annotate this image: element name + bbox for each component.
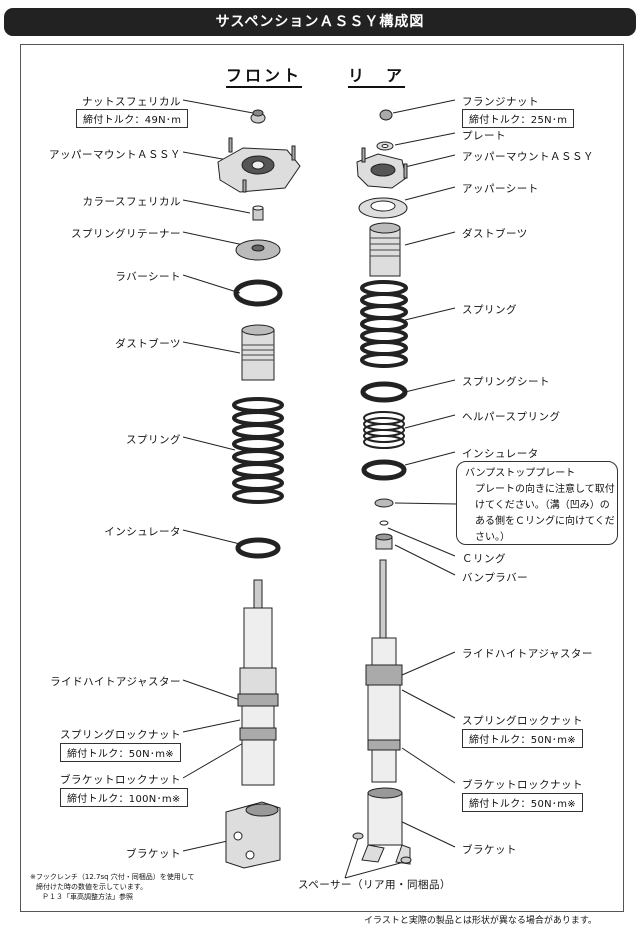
rear-spring-lock-torque-box: 締付トルク：50N･m※ bbox=[462, 729, 583, 748]
front-rubber-seat-label: ラバーシート bbox=[115, 271, 181, 283]
rear-flange-torque-box: 締付トルク：25N･m bbox=[462, 109, 575, 128]
rear-c-ring bbox=[379, 520, 389, 526]
rear-insulator-label: インシュレータ bbox=[462, 448, 539, 460]
rear-bracket-lock-label: ブラケットロックナット bbox=[462, 779, 583, 791]
footnote-line3: Ｐ１３「車高調整方法」参照 bbox=[42, 893, 133, 901]
rear-bump-rubber-label: バンプラバー bbox=[462, 572, 529, 584]
rear-dust-boot-label: ダストブーツ bbox=[462, 228, 528, 240]
rear-flange-nut bbox=[379, 109, 393, 121]
front-upper-mount-label: アッパーマウントＡＳＳＹ bbox=[49, 149, 181, 161]
rear-flange-nut-label: フランジナット bbox=[462, 96, 539, 108]
rear-spacers bbox=[352, 832, 412, 864]
page-title: サスペンションＡＳＳＹ構成図 bbox=[4, 8, 636, 36]
footnote-line2: 締付けた時の数値を示しています。 bbox=[36, 883, 148, 891]
rear-spring-lock-label: スプリングロックナット bbox=[462, 715, 583, 727]
front-spring-lock-torque-box: 締付トルク：50N･m※ bbox=[60, 743, 181, 762]
front-spring bbox=[232, 397, 284, 504]
rear-c-ring-label: Ｃリング bbox=[462, 553, 506, 565]
front-nut-spherical bbox=[250, 109, 266, 124]
front-collar-label: カラースフェリカル bbox=[82, 196, 181, 208]
front-collar-spherical bbox=[252, 205, 264, 221]
front-insulator bbox=[235, 537, 281, 559]
rear-spring-seat bbox=[360, 381, 408, 403]
bump-stop-note-box: バンプストッププレート プレートの向きに注意して取付けてください。（溝（凹み）の… bbox=[456, 461, 618, 545]
rear-bracket bbox=[361, 787, 411, 865]
torque-footnote: ※フックレンチ（12.7sq 穴付・同梱品）を使用して 締付けた時の数値を示して… bbox=[30, 872, 195, 902]
rear-spring-label: スプリング bbox=[462, 304, 517, 316]
front-bracket-lock-label: ブラケットロックナット bbox=[60, 774, 181, 786]
front-spring-label: スプリング bbox=[126, 434, 181, 446]
rear-helper-spring-label: ヘルパースプリング bbox=[462, 411, 561, 423]
rear-upper-seat-label: アッパーシート bbox=[462, 183, 539, 195]
front-upper-mount bbox=[217, 137, 301, 193]
rear-plate bbox=[376, 141, 394, 151]
front-nut-torque-box: 締付トルク：49N･m bbox=[76, 109, 189, 128]
front-rubber-seat bbox=[233, 279, 283, 307]
footnote-line1: ※フックレンチ（12.7sq 穴付・同梱品）を使用して bbox=[30, 873, 195, 881]
rear-bump-stop-plate bbox=[374, 498, 394, 508]
diagram-frame bbox=[20, 44, 624, 912]
rear-plate-label: プレート bbox=[462, 130, 506, 142]
rear-spring-seat-label: スプリングシート bbox=[462, 376, 550, 388]
rear-spring bbox=[360, 280, 408, 368]
front-bracket bbox=[225, 801, 281, 869]
rear-dust-boot bbox=[369, 222, 401, 277]
front-ride-height-label: ライドハイトアジャスター bbox=[50, 676, 181, 688]
rear-heading: リ ア bbox=[348, 62, 406, 88]
rear-upper-mount-label: アッパーマウントＡＳＳＹ bbox=[462, 151, 594, 163]
front-dust-boot-label: ダストブーツ bbox=[115, 338, 181, 350]
rear-damper bbox=[365, 559, 403, 783]
rear-spacer-label: スペーサー（リア用・同梱品） bbox=[298, 879, 452, 891]
front-spring-lock-label: スプリングロックナット bbox=[60, 729, 181, 741]
front-retainer-label: スプリングリテーナー bbox=[71, 228, 181, 240]
rear-bracket-lock-torque-box: 締付トルク：50N･m※ bbox=[462, 793, 583, 812]
front-dust-boot bbox=[241, 324, 275, 381]
rear-upper-mount bbox=[356, 147, 408, 189]
front-heading: フロント bbox=[226, 62, 303, 88]
disclaimer: イラストと実際の製品とは形状が異なる場合があります。 bbox=[364, 916, 597, 926]
front-bracket-label: ブラケット bbox=[126, 848, 181, 860]
rear-insulator bbox=[361, 459, 407, 481]
bump-stop-title: バンプストッププレート bbox=[465, 468, 576, 479]
rear-bracket-label: ブラケット bbox=[462, 844, 517, 856]
front-bracket-lock-torque-box: 締付トルク：100N･m※ bbox=[60, 788, 188, 807]
front-insulator-label: インシュレータ bbox=[104, 526, 181, 538]
rear-upper-seat bbox=[358, 197, 408, 219]
front-damper bbox=[237, 579, 279, 786]
rear-ride-height-label: ライドハイトアジャスター bbox=[462, 648, 593, 660]
rear-helper-spring bbox=[363, 411, 405, 449]
front-nut-spherical-label: ナットスフェリカル bbox=[82, 96, 181, 108]
bump-stop-note: プレートの向きに注意して取付けてください。（溝（凹み）のある側をＣリングに向けて… bbox=[475, 484, 615, 543]
front-spring-retainer bbox=[235, 239, 281, 261]
rear-bump-rubber bbox=[375, 533, 393, 550]
